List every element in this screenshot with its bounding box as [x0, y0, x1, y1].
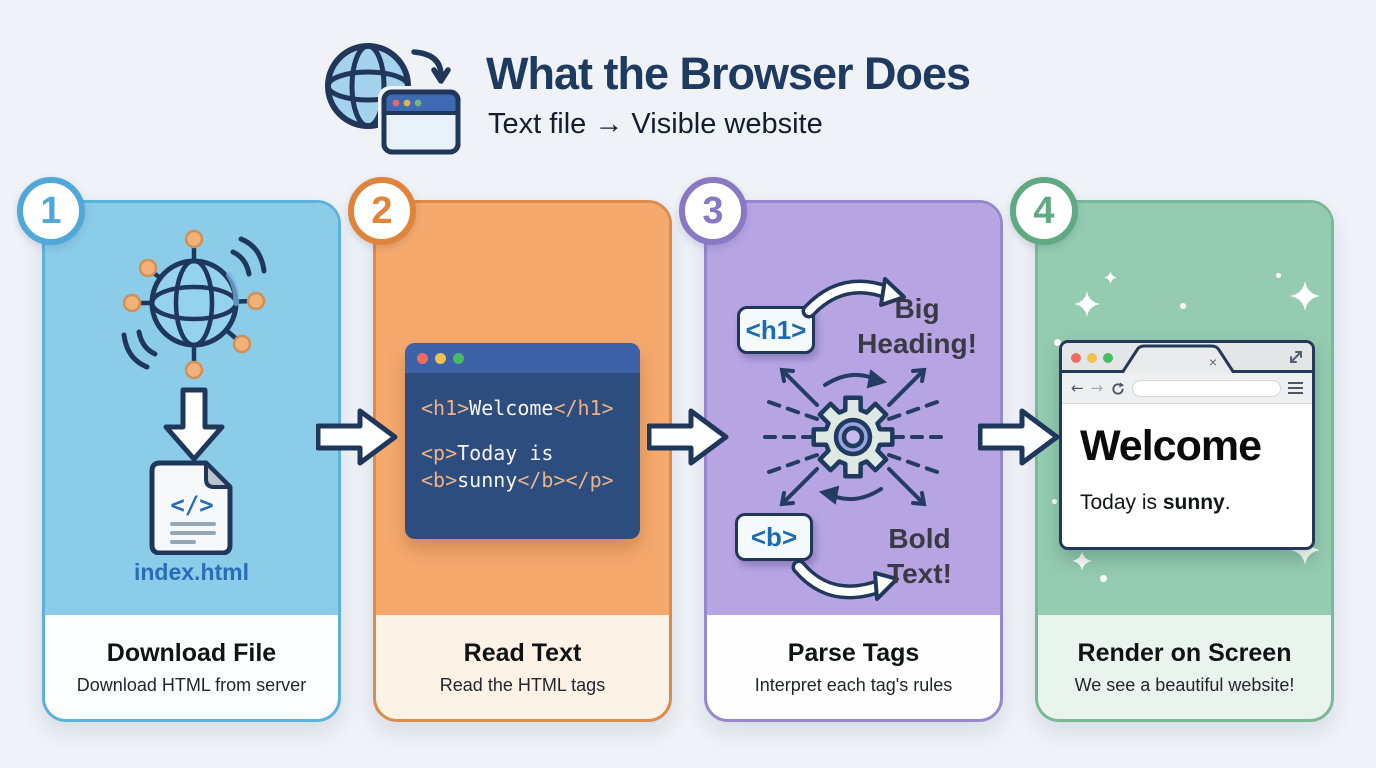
forward-icon: →	[1090, 378, 1104, 397]
expand-icon	[1290, 351, 1302, 363]
browser-tab-bar: ×	[1062, 343, 1312, 373]
sparkle-dot	[1100, 575, 1107, 582]
code-content: <h1>Welcome</h1> <p>Today is <b>sunny</b…	[405, 373, 640, 494]
sparkle-dot	[1180, 303, 1186, 309]
step-card-read: 2 <h1>Welcome</h1> <p>Today is <b>sunny<…	[348, 177, 672, 722]
browser-window: × ← →	[1059, 340, 1315, 550]
sparkle-dot	[1276, 273, 1281, 278]
code-glyph: </>	[170, 491, 213, 519]
maximize-window-icon	[453, 352, 464, 364]
minimize-window-icon	[435, 352, 446, 364]
sparkle-icon	[1074, 291, 1100, 317]
sparkle-icon	[1290, 281, 1320, 311]
step-title: Parse Tags	[787, 638, 920, 667]
curved-arrow-icon	[801, 277, 906, 319]
file-name-label: index.html	[133, 559, 249, 585]
browser-tab: ×	[1120, 344, 1236, 373]
step-title: Render on Screen	[1077, 638, 1292, 667]
step-card-render: 4	[1010, 177, 1334, 722]
page-title: What the Browser Does	[486, 48, 971, 99]
sparkle-icon	[1072, 551, 1092, 571]
window-titlebar	[405, 343, 640, 373]
step-subtitle: Download HTML from server	[76, 674, 307, 695]
h1-tag-chip: <h1>	[737, 306, 815, 354]
step-number-badge: 2	[348, 177, 416, 245]
download-arrow-icon	[163, 387, 225, 462]
gear-icon	[757, 367, 949, 507]
network-globe-icon	[121, 229, 267, 380]
curved-arrow-icon	[791, 559, 899, 601]
code-line: <h1>Welcome</h1>	[421, 396, 614, 420]
sparkle-icon	[1104, 271, 1117, 284]
sparkle-dot	[1054, 339, 1061, 346]
url-bar	[1132, 379, 1281, 397]
close-window-icon	[1071, 353, 1081, 363]
flow-arrow-icon	[316, 408, 398, 466]
rendered-paragraph: Today is sunny.	[1080, 491, 1231, 514]
minimize-window-icon	[1087, 353, 1097, 363]
maximize-window-icon	[1103, 353, 1113, 363]
step-subtitle: Interpret each tag's rules	[754, 674, 953, 695]
code-editor-window: <h1>Welcome</h1> <p>Today is <b>sunny</b…	[405, 343, 640, 539]
step-title: Download File	[106, 638, 277, 667]
parse-result-big-heading: Big Heading!	[857, 293, 977, 359]
step-number-badge: 1	[17, 177, 85, 245]
page-subtitle: Text file → Visible website	[488, 108, 823, 140]
code-line: <b>sunny</b></p>	[421, 468, 614, 492]
sparkle-dot	[1052, 499, 1057, 504]
flow-arrow-icon	[647, 408, 729, 466]
step-subtitle: Read the HTML tags	[439, 674, 606, 695]
refresh-icon	[1112, 381, 1125, 395]
step-number-badge: 3	[679, 177, 747, 245]
globe-to-browser-icon	[325, 43, 462, 158]
sparkle-icon	[1290, 535, 1320, 565]
html-file-icon: </>	[149, 460, 233, 555]
browser-toolbar: ← →	[1062, 373, 1312, 404]
menu-icon	[1288, 382, 1303, 394]
back-icon: ←	[1071, 378, 1084, 397]
step-title: Read Text	[463, 638, 582, 667]
code-line: <p>Today is	[421, 441, 554, 465]
tab-close-icon: ×	[1209, 354, 1217, 370]
step-subtitle: We see a beautiful website!	[1074, 674, 1295, 695]
step-card-download: 1	[17, 177, 341, 722]
flow-arrow-icon	[978, 408, 1060, 466]
close-window-icon	[417, 352, 428, 364]
step-number-badge: 4	[1010, 177, 1078, 245]
parse-result-bold-text: Bold Text!	[887, 523, 952, 589]
rendered-page: Welcome Today is sunny.	[1062, 404, 1312, 515]
step-card-parse: 3 <h1> Big Heading!	[679, 177, 1003, 722]
rendered-heading: Welcome	[1080, 422, 1262, 470]
b-tag-chip: <b>	[735, 513, 813, 561]
